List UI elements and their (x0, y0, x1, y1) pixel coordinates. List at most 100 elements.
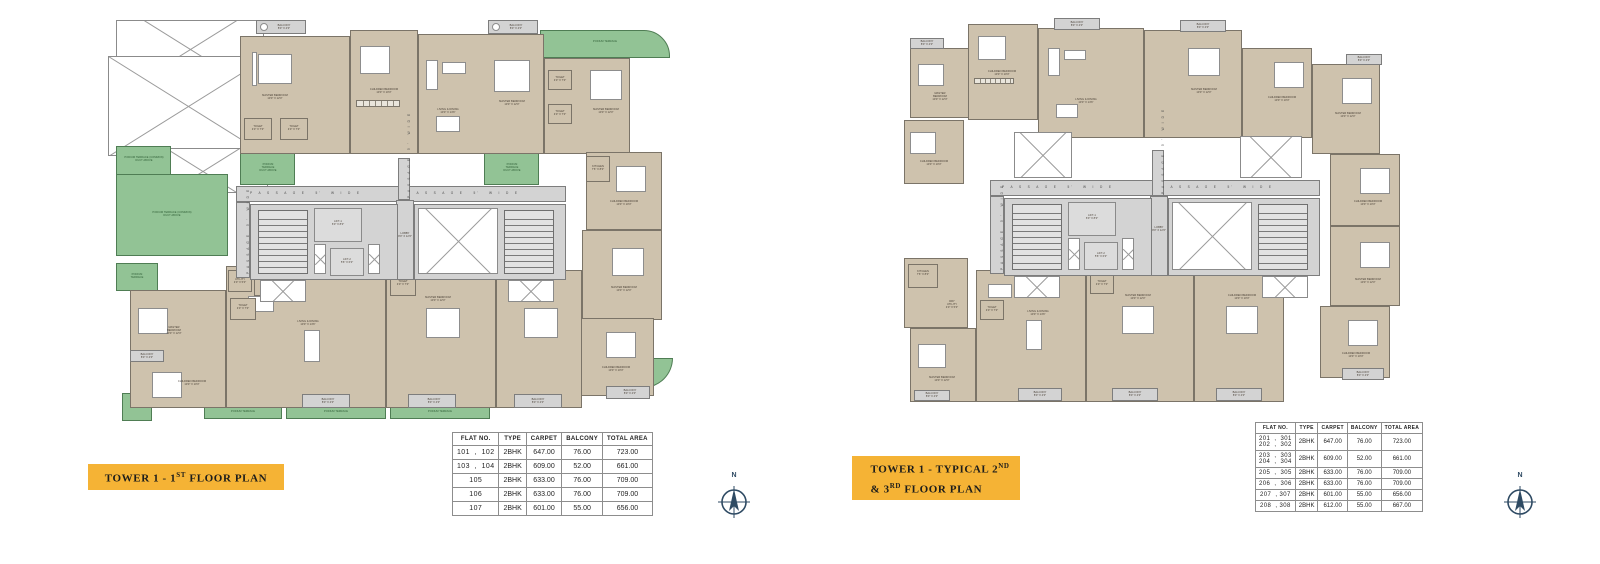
t-kitchen-1 (908, 264, 938, 288)
area-table-2-r0-c2: 647.00 (1317, 433, 1348, 451)
t-balcony-3 (1180, 20, 1226, 32)
bed-8 (138, 308, 168, 334)
area-table-2-r1-c1: 2BHK (1294, 450, 1319, 468)
t-duct-shaft-b (1122, 238, 1134, 270)
t-service-shaft-right (1262, 276, 1308, 298)
area-table-2-r5-c0: 208 , 308 (1255, 500, 1296, 512)
t-children-bedroom-label-5: CHILDREN BEDROOM 10'0" X 10'0" (919, 160, 949, 167)
t-kitchen-label-1: KITCHEN 7'6" X 8'0" (916, 270, 930, 277)
area-table-1-r1-c1: 2BHK (498, 459, 527, 474)
area-table-2-r0-c1: 2BHK (1294, 433, 1319, 451)
compass-rose-icon (718, 486, 750, 518)
sofa-1 (426, 60, 438, 90)
t-balcony-label-4: BALCONY 8'0" X 4'0" (1357, 56, 1371, 63)
balcony-label-6: BALCONY 8'0" X 4'0" (427, 398, 441, 405)
lift-1 (314, 208, 362, 242)
compass-1-north-label: N (731, 472, 737, 479)
banner-first-floor: TOWER 1 - 1ST FLOOR PLAN (88, 464, 284, 490)
t-wardrobe-1 (974, 78, 1014, 84)
t-lift-2 (1084, 242, 1118, 270)
t-balcony-label-9: BALCONY 8'0" X 4'0" (1232, 391, 1246, 398)
t-master-bedroom-label-4: MASTER BEDROOM 10'0" X 12'0" (1355, 278, 1381, 285)
bed-2 (360, 46, 390, 74)
t-bed-1 (918, 64, 944, 86)
passage-label-vertical-centre: P A S S A G E 5 ' W I D E (407, 112, 411, 198)
toilet-label-3: TOILET 4'0" X 7'0" (553, 76, 567, 83)
passage-label-right: P A S S A G E 5' W I D E (408, 191, 519, 195)
bed-10 (426, 308, 460, 338)
area-table-2-r4-c1: 2BHK (1294, 489, 1319, 501)
t-bed-11 (1122, 306, 1154, 334)
balcony-1-fixture (260, 23, 268, 31)
podium-terrace-top-right-label: PODIUM TERRACE (592, 40, 618, 43)
lift-2 (330, 248, 364, 276)
bed-6 (612, 248, 644, 276)
area-table-2-r0-c3: 76.00 (1346, 433, 1382, 451)
area-table-2-r4-c3: 55.00 (1346, 489, 1382, 501)
area-table-1-r0-c1: 2BHK (498, 445, 527, 460)
t-bed-7 (1360, 242, 1390, 268)
t-service-shaft-left (1014, 276, 1060, 298)
t-toilet-label-2: TOILET 4'0" X 7'0" (1095, 280, 1109, 287)
t-bed-6 (1360, 168, 1390, 194)
lift-1-label: LIFT-1 6'0" X 8'0" (331, 220, 345, 227)
t-dining-table-2 (988, 284, 1012, 298)
master-bedroom-label-6: MASTER BEDROOM 10'0" X 12'0" (425, 296, 451, 303)
area-table-2-r2-c4: 709.00 (1380, 467, 1424, 479)
t-children-bedroom-label-6: CHILDREN BEDROOM 10'0" X 10'0" (1227, 294, 1257, 301)
balcony-7 (514, 394, 562, 408)
bed-7 (606, 332, 636, 358)
t-master-bedroom-label-3: MASTER BEDROOM 10'0" X 12'0" (1335, 112, 1361, 119)
area-table-2-r4-c4: 656.00 (1380, 489, 1424, 501)
t-children-bedroom-label-2: CHILDREN BEDROOM 10'0" X 10'0" (1267, 96, 1297, 103)
toilet-2 (280, 118, 308, 140)
area-table-1-r2-c0: 105 (451, 473, 500, 488)
podium-terrace-common-main-label: PODIUM TERRACE (COMMON) DUCT ABOVE (152, 211, 192, 218)
area-table-2-col-4: TOTAL AREA (1380, 422, 1424, 434)
t-balcony-label-3: BALCONY 8'0" X 4'0" (1196, 23, 1210, 30)
area-table-1-r3-c1: 2BHK (498, 487, 527, 502)
t-toilet-1 (980, 300, 1004, 320)
t-duct-shaft-a (1068, 238, 1080, 270)
balcony-label-4: BALCONY 8'0" X 4'0" (140, 353, 154, 360)
compass-first-floor: N (712, 472, 756, 522)
t-lobby (1150, 196, 1168, 276)
kitchen-label-1: KITCHEN 7'6" X 8'0" (591, 165, 605, 172)
balcony-label-5: BALCONY 8'0" X 4'0" (321, 398, 335, 405)
lobby (396, 200, 414, 280)
master-bedroom-label-4: MASTER BEDROOM 10'0" X 12'0" (611, 286, 637, 293)
podium-terrace-common-upper (116, 146, 171, 176)
t-unit-209-block (1320, 306, 1390, 378)
t-bed-3 (1188, 48, 1220, 76)
toilet-3 (548, 70, 572, 90)
sofa-2 (442, 62, 466, 74)
banner-2-line1: TOWER 1 - TYPICAL 2 (870, 464, 999, 476)
area-table-2-r4-c0: 207 , 307 (1255, 489, 1296, 501)
t-bed-9 (910, 132, 936, 154)
t-passage-label-left: P A S S A G E 5' W I D E (1002, 185, 1113, 189)
t-living-dining-label-1: LIVING & DINING 10'0" X 14'6" (1075, 98, 1097, 105)
t-master-bedroom-label-2: MASTER BEDROOM 10'0" X 12'0" (1191, 88, 1217, 95)
t-balcony-9 (1216, 388, 1262, 401)
area-table-1-col-1: TYPE (498, 432, 527, 446)
children-bedroom-label-2: CHILDREN BEDROOM 10'0" X 10'0" (609, 200, 639, 207)
area-table-1-r4-c2: 601.00 (525, 501, 563, 516)
podium-terrace-bottom-b-label: PODIUM TERRACE (323, 410, 349, 413)
area-table-2-r1-c0: 203 , 303 204 , 304 (1255, 450, 1296, 468)
t-lift-2-label: LIFT-2 5'6" X 6'0" (1094, 252, 1108, 259)
banner-1-line1b: FLOOR PLAN (186, 472, 268, 485)
area-table-1-r0-c3: 76.00 (561, 445, 604, 460)
area-table-2-col-2: CARPET (1317, 422, 1348, 434)
t-staircase-left (1012, 204, 1062, 270)
area-table-1-r3-c0: 106 (451, 487, 500, 502)
bed-11 (524, 308, 558, 338)
t-balcony-4 (1346, 54, 1382, 65)
t-bed-5 (1342, 78, 1372, 104)
